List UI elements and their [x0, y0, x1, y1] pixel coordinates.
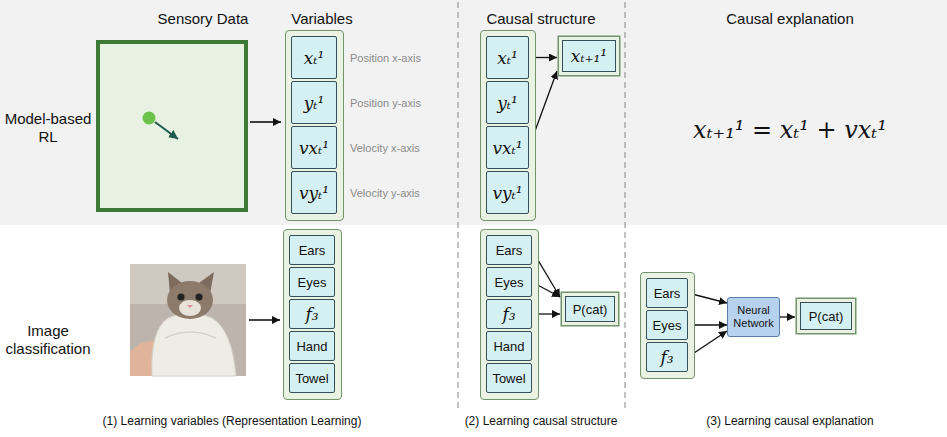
variable-symbol: vyₜ¹ — [492, 183, 522, 203]
variable-symbol: f₃ — [660, 347, 673, 367]
row-label: Model-based RL — [2, 110, 94, 146]
feature-cell: Hand — [289, 331, 335, 361]
node-label: Towel — [295, 371, 328, 386]
node-label: Neural Network — [733, 304, 773, 329]
variable-symbol: yₜ¹ — [497, 93, 518, 113]
variable-group: xₜ¹ yₜ¹ vxₜ¹ vyₜ¹ — [480, 30, 536, 221]
encode-arrow — [250, 121, 281, 123]
cat-eye — [195, 293, 202, 300]
column-header: Variables — [291, 10, 352, 27]
column-header: Sensory Data — [158, 10, 249, 27]
row-band — [0, 0, 947, 225]
cat-photo — [130, 264, 246, 376]
row-label: Image classification — [2, 322, 94, 358]
photo-ground — [130, 264, 246, 376]
step-caption: (1) Learning variables (Representation L… — [103, 414, 362, 428]
variable-cell: xₜ¹ — [486, 36, 529, 79]
feature-cell: Eyes — [486, 267, 532, 297]
feature-cell: Towel — [486, 363, 532, 393]
node-label: P(cat) — [809, 309, 844, 324]
axis-note: Position y-axis — [350, 97, 421, 109]
node-label: Eyes — [653, 318, 682, 333]
axis-note: Position x-axis — [350, 52, 421, 64]
feature-cell: Eyes — [646, 310, 688, 340]
feature-cell: Ears — [486, 235, 532, 265]
variable-group: EarsEyes f₃ HandTowel — [283, 229, 342, 400]
feature-cell: Ears — [289, 235, 335, 265]
feature-cell: Towel — [289, 363, 335, 393]
node-label: Hand — [493, 339, 524, 354]
ball — [143, 112, 156, 125]
target-box: xₜ₊₁¹ — [562, 40, 616, 72]
velocity-arrow — [155, 122, 178, 139]
variable-symbol: f₃ — [305, 304, 318, 324]
node-label: Ears — [654, 286, 681, 301]
output-box: P(cat) — [800, 302, 852, 330]
variable-symbol: yₜ¹ — [304, 93, 325, 113]
towel — [152, 313, 236, 376]
node-label: Hand — [296, 339, 327, 354]
axis-note: Velocity x-axis — [350, 142, 420, 154]
column-header: Causal structure — [486, 10, 595, 27]
variable-cell: f₃ — [646, 342, 688, 372]
variable-symbol: vxₜ¹ — [299, 138, 329, 158]
cat-nose — [187, 305, 193, 308]
node-label: P(cat) — [573, 302, 608, 317]
feature-cell: Hand — [486, 331, 532, 361]
variable-symbol: f₃ — [502, 304, 515, 324]
variable-group: EarsEyes f₃ — [640, 272, 695, 379]
variable-cell: vyₜ¹ — [486, 171, 529, 214]
variable-symbol: xₜ¹ — [497, 48, 518, 68]
node-label: Eyes — [495, 275, 524, 290]
column-divider — [457, 2, 458, 408]
axis-note: Velocity y-axis — [350, 187, 420, 199]
variable-group: EarsEyes f₃ HandTowel — [480, 229, 539, 400]
node-label: Towel — [492, 371, 525, 386]
column-divider — [624, 2, 625, 408]
variable-cell: vyₜ¹ — [291, 171, 337, 214]
feature-cell: Ears — [646, 278, 688, 308]
towel-fold — [165, 332, 216, 338]
variable-cell: yₜ¹ — [291, 81, 337, 124]
model-box: Neural Network — [727, 297, 780, 337]
variable-symbol: xₜ₊₁¹ — [571, 46, 607, 66]
variable-cell: f₃ — [289, 299, 335, 329]
variable-cell: xₜ¹ — [291, 36, 337, 79]
variable-symbol: vxₜ¹ — [492, 138, 522, 158]
equation: xₜ₊₁¹ = xₜ¹ + vxₜ¹ — [693, 116, 887, 144]
arrow-connector — [780, 316, 795, 317]
variable-cell: f₃ — [486, 299, 532, 329]
node-label: Ears — [299, 243, 326, 258]
node-label: Ears — [496, 243, 523, 258]
variable-group: xₜ¹ yₜ¹ vxₜ¹ vyₜ¹ — [285, 30, 344, 221]
variable-cell: yₜ¹ — [486, 81, 529, 124]
step-caption: (2) Learning causal structure — [465, 414, 618, 428]
variable-symbol: xₜ¹ — [304, 48, 325, 68]
cat-head — [167, 281, 213, 319]
feature-cell: Eyes — [289, 267, 335, 297]
environment-frame — [98, 42, 246, 210]
cat-muzzle — [179, 300, 201, 316]
variable-symbol: vyₜ¹ — [299, 183, 329, 203]
output-box: P(cat) — [565, 296, 615, 322]
encode-arrow — [249, 319, 280, 321]
variable-cell: vxₜ¹ — [486, 126, 529, 169]
cat-eye — [177, 293, 184, 300]
step-caption: (3) Learning causal explanation — [706, 414, 873, 428]
variable-cell: vxₜ¹ — [291, 126, 337, 169]
node-label: Eyes — [298, 275, 327, 290]
column-header: Causal explanation — [726, 10, 854, 27]
